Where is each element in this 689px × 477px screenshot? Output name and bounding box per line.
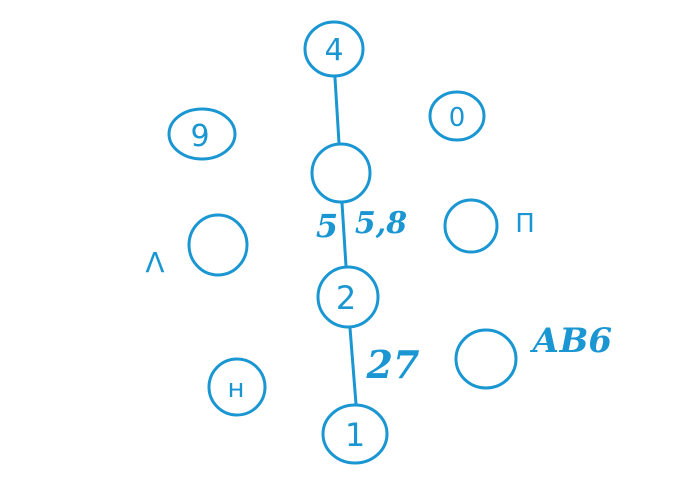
node-ab [454,328,518,390]
weight-27-label: 27 [366,342,420,387]
node-0: 0 [428,90,486,142]
node-pi [443,198,499,254]
weight-58-label: 5,8 [355,206,407,241]
node-1-label: 1 [345,416,365,454]
edge-4-center [333,76,341,145]
edge-2-1 [348,326,358,406]
node-center [310,142,372,204]
node-lambda [187,213,249,277]
node-n: н [207,357,267,417]
lambda-label: Λ [145,246,164,279]
pi-label: П [515,209,535,239]
node-0-label: 0 [449,103,466,133]
node-2: 2 [316,265,380,329]
node-4: 4 [303,20,365,78]
node-9: 9 [167,107,237,161]
node-2-label: 2 [336,279,356,317]
node-n-label: н [228,374,245,404]
edge-center-2 [340,201,348,268]
node-1: 1 [321,403,389,465]
ab6-label: АВ6 [529,321,612,361]
weight-5-label: 5 [316,207,338,245]
node-9-label: 9 [190,119,209,154]
node-4-label: 4 [324,33,343,68]
